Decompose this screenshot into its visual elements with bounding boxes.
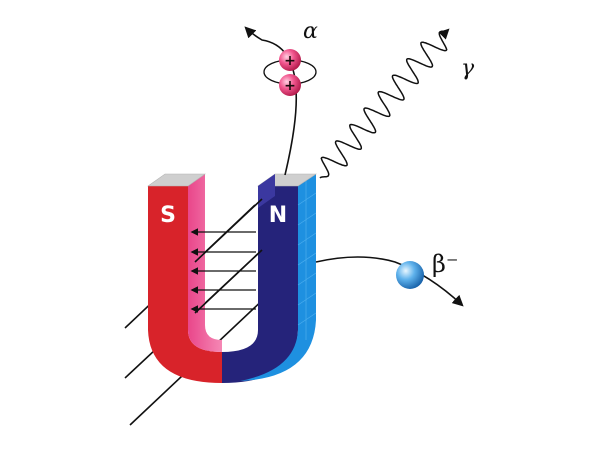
alpha-label: α bbox=[303, 19, 318, 44]
alpha-proton bbox=[279, 74, 301, 96]
magnetic-field-lines bbox=[190, 228, 256, 313]
horseshoe-magnet: S N bbox=[147, 173, 317, 383]
north-pole-label: N bbox=[269, 203, 287, 228]
beta-label: β⁻ bbox=[432, 250, 459, 278]
north-pole-arm bbox=[222, 186, 298, 383]
north-side-face bbox=[240, 174, 316, 381]
south-inner-face bbox=[188, 174, 222, 352]
gamma-label: γ bbox=[461, 56, 475, 81]
alpha-charge: + bbox=[284, 53, 296, 69]
beta-particle bbox=[396, 261, 424, 289]
alpha-charge: + bbox=[284, 78, 296, 94]
beta-path bbox=[315, 256, 464, 307]
south-pole-label: S bbox=[160, 203, 176, 228]
alpha-particle: + + bbox=[263, 49, 317, 96]
south-pole-arm bbox=[148, 186, 222, 383]
beam-line-front bbox=[194, 198, 263, 263]
south-pole-top bbox=[147, 173, 206, 187]
alpha-proton bbox=[279, 49, 301, 71]
beam-line-front bbox=[194, 249, 263, 314]
gamma-path bbox=[319, 28, 450, 179]
